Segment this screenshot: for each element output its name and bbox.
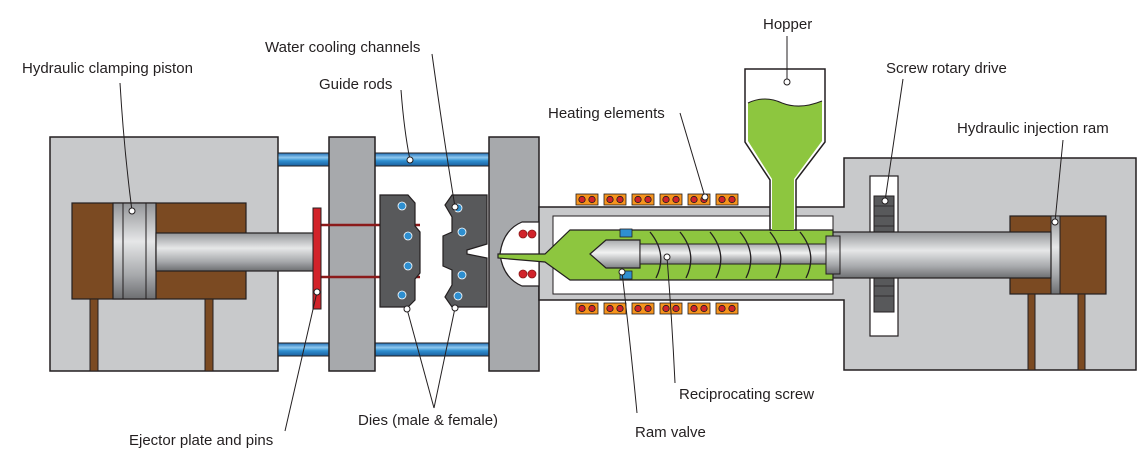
hopper xyxy=(744,68,826,231)
leader-dots xyxy=(128,78,1059,313)
label-screw-rotary-drive: Screw rotary drive xyxy=(886,60,1007,77)
label-water-cooling-channels: Water cooling channels xyxy=(265,39,421,56)
moving-platen xyxy=(328,136,376,372)
leader-lines xyxy=(119,36,1064,432)
male-die xyxy=(379,194,421,308)
female-die xyxy=(442,194,488,308)
label-heating-elements: Heating elements xyxy=(548,105,665,122)
label-reciprocating-screw: Reciprocating screw xyxy=(679,386,815,403)
ram-shaft xyxy=(829,231,1052,279)
label-guide-rods: Guide rods xyxy=(319,76,393,93)
label-ram-valve: Ram valve xyxy=(635,424,706,441)
label-hopper: Hopper xyxy=(763,16,813,33)
label-hydraulic-injection-ram: Hydraulic injection ram xyxy=(957,120,1109,137)
clamping-housing xyxy=(49,136,317,372)
reciprocating-screw xyxy=(589,231,841,279)
label-dies: Dies (male & female) xyxy=(358,412,499,429)
label-hydraulic-clamping-piston: Hydraulic clamping piston xyxy=(22,60,193,77)
label-ejector-plate-and-pins: Ejector plate and pins xyxy=(129,432,274,449)
